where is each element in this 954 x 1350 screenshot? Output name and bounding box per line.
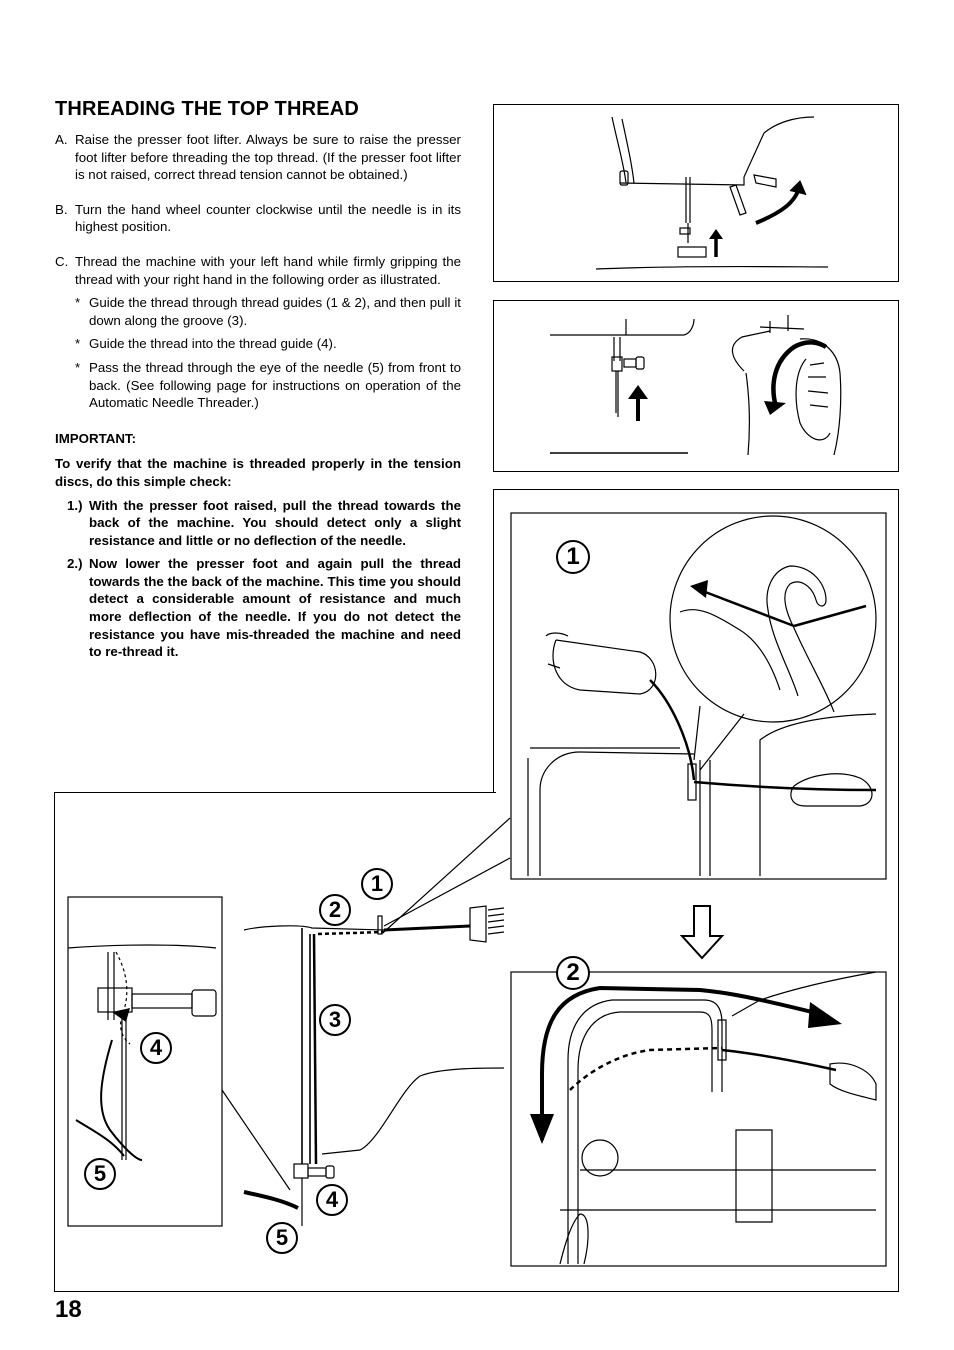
instructions-column: A.Raise the presser foot lifter. Always … <box>55 131 461 661</box>
important-heading: IMPORTANT: <box>55 430 137 446</box>
bullet-item: *Pass the thread through the eye of the … <box>75 359 461 411</box>
callout-2-large: 2 <box>556 956 590 990</box>
figure-needle-handwheel <box>493 300 899 472</box>
bullet-item: *Guide the thread through thread guides … <box>75 295 461 328</box>
step-b: B.Turn the hand wheel counter clockwise … <box>55 201 461 235</box>
callout-5-left: 5 <box>84 1158 116 1190</box>
bullet-item: *Guide the thread into the thread guide … <box>75 336 337 352</box>
callout-4-left: 4 <box>140 1032 172 1064</box>
step-a: A.Raise the presser foot lifter. Always … <box>55 132 461 183</box>
callout-1: 1 <box>361 868 393 900</box>
important-intro: To verify that the machine is threaded p… <box>55 456 461 489</box>
check-item: 2.)Now lower the presser foot and again … <box>67 556 461 660</box>
callout-3: 3 <box>319 1004 351 1036</box>
page-number: 18 <box>55 1296 82 1323</box>
callout-2: 2 <box>319 894 351 926</box>
page-title: THREADING THE TOP THREAD <box>55 98 360 120</box>
callout-1-large: 1 <box>556 540 590 574</box>
check-item: 1.)With the presser foot raised, pull th… <box>67 497 461 548</box>
frame-edge <box>55 792 496 794</box>
figure-presser-foot-lifter <box>493 104 899 282</box>
step-c: C.Thread the machine with your left hand… <box>55 253 461 287</box>
callout-4: 4 <box>316 1184 348 1216</box>
figure-threading-path <box>54 792 899 1292</box>
callout-5: 5 <box>266 1222 298 1254</box>
